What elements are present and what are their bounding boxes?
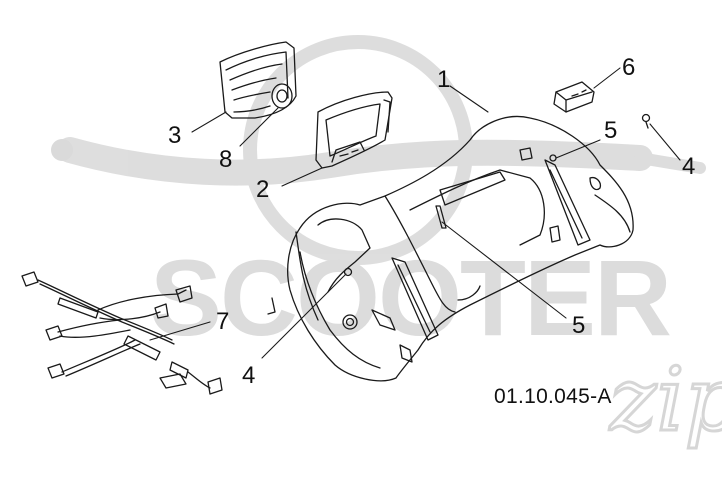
- callout-part-5-lower: 5: [572, 312, 586, 339]
- watermark-zip-logo: zip: [609, 348, 722, 451]
- leader-4-right: [649, 123, 681, 161]
- watermark-swoosh: [57, 137, 653, 186]
- leader-8: [239, 107, 279, 147]
- leader-4-left: [261, 273, 347, 359]
- callout-part-4-right: 4: [682, 153, 696, 180]
- part-3-lamp-housing: [219, 41, 297, 119]
- callout-part-2: 2: [256, 176, 270, 203]
- callout-part-4-left: 4: [242, 362, 256, 389]
- part-5-clip-upper: [549, 154, 557, 162]
- leader-2: [281, 167, 323, 187]
- leader-7: [149, 321, 211, 341]
- callout-part-5-upper: 5: [604, 117, 618, 144]
- callout-part-7: 7: [216, 308, 230, 335]
- callout-part-8: 8: [219, 146, 233, 173]
- part-5-clip-lower: [435, 205, 447, 229]
- part-4-screw-left: [343, 267, 353, 277]
- part-8-grommet: [271, 83, 293, 109]
- callout-part-6: 6: [622, 54, 636, 81]
- leader-5-upper: [555, 139, 601, 159]
- callout-part-3: 3: [168, 122, 182, 149]
- leader-1: [449, 85, 489, 113]
- part-1-front-shield: [267, 115, 634, 382]
- leader-3: [191, 111, 227, 133]
- part-4-screw-right: [641, 113, 651, 129]
- part-2-instrument-bezel: [315, 91, 393, 169]
- part-6-switch: [553, 81, 595, 113]
- diagram-reference-code: 01.10.045-A: [494, 385, 612, 408]
- watermark-scooter-text: SCOOTER: [150, 237, 670, 358]
- part-7-wiring-harness: [21, 271, 223, 395]
- callout-part-1: 1: [437, 66, 451, 93]
- leader-lines: [149, 67, 681, 359]
- leader-6: [593, 67, 621, 89]
- leader-5-lower: [441, 221, 567, 319]
